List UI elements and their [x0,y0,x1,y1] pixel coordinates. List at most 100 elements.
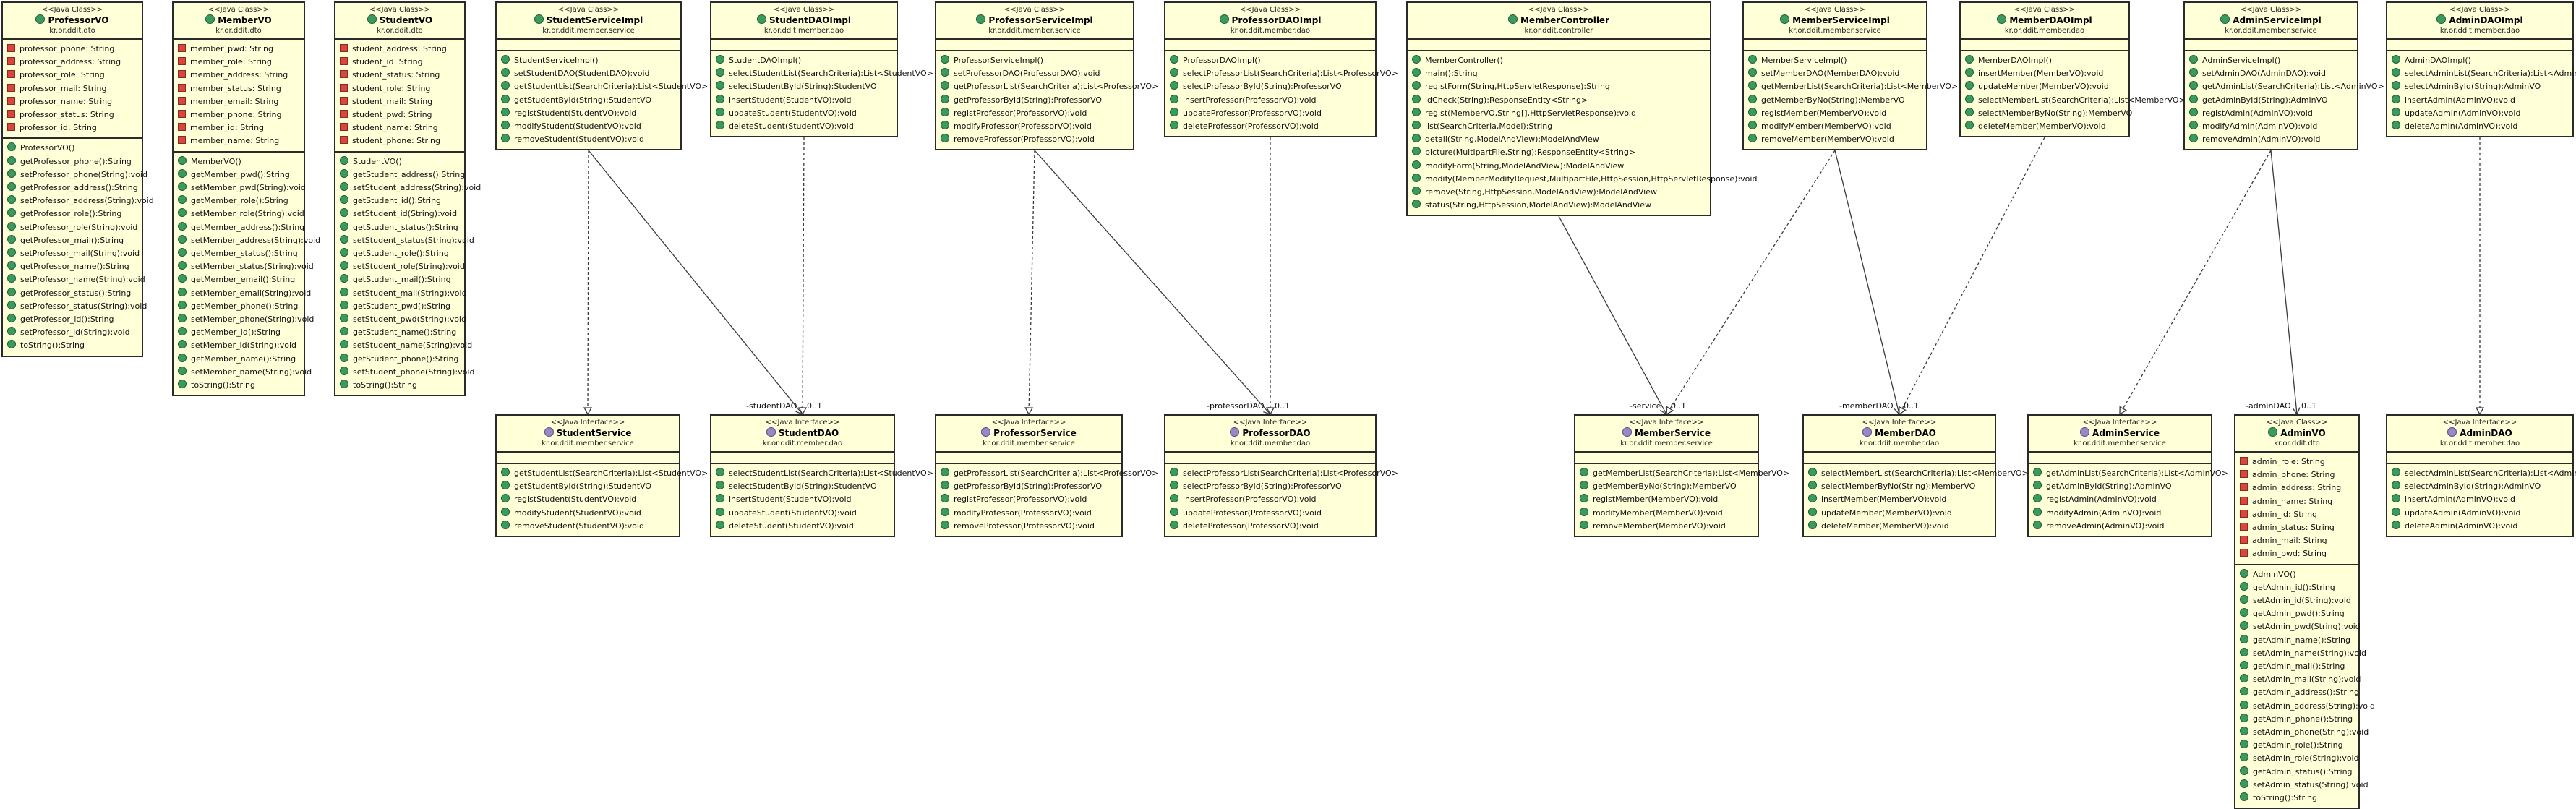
method-text: setAdmin_status(String):void [2253,779,2369,789]
method-item: registAdmin(AdminVO):void [2033,493,2211,506]
method-item: updateAdmin(AdminVO):void [2392,507,2572,520]
method-text: AdminVO() [2253,569,2296,579]
method-text: modifyStudent(StudentVO):void [514,508,641,518]
public-method-icon [501,55,510,64]
method-item: deleteStudent(StudentVO):void [716,520,894,533]
package-label: kr.or.ddit.member.service [988,27,1081,35]
method-item: deleteMember(MemberVO):void [1808,520,1995,533]
method-text: registProfessor(ProfessorVO):void [954,495,1087,505]
class-name: MemberController [1409,14,1708,26]
package-label: kr.or.ddit.member.dao [1230,27,1311,35]
method-text: registAdmin(AdminVO):void [2202,108,2313,118]
method-item: getAdmin_pwd():String [2240,607,2358,620]
method-text: modifyAdmin(AdminVO):void [2202,121,2318,132]
private-field-icon [340,110,348,119]
method-item: getStudentList(SearchCriteria):List<Stud… [501,467,708,480]
method-text: getProfessorById(String):ProfessorVO [954,95,1103,105]
method-item: setAdmin_id(String):void [2240,594,2358,607]
method-item: getStudent_name():String [340,326,464,339]
public-method-icon [1170,520,1178,529]
method-item: removeAdmin(AdminVO):void [2033,520,2211,533]
method-text: MemberController() [1425,56,1503,65]
method-text: AdminDAOImpl() [2405,56,2471,65]
method-item: MemberDAOImpl() [1965,54,2128,67]
methods-section: getAdminList(SearchCriteria):List<AdminV… [2029,464,2228,536]
method-item: selectAdminById(String):AdminVO [2392,480,2572,493]
stereotype-label: <<Java Class>> [1004,6,1066,14]
method-text: updateProfessor(ProfessorVO):void [1183,508,1322,518]
method-item: insertProfessor(ProfessorVO):void [1170,94,1375,107]
field-item: member_role: String [178,56,304,69]
method-text: updateStudent(StudentVO):void [729,108,857,118]
field-item: student_address: String [340,43,464,56]
public-method-icon [340,300,348,309]
method-item: modify(MemberModifyRequest,MultipartFile… [1412,173,1757,186]
relation-member-service-impl-to-member-service-line [1666,150,1836,415]
method-item: setAdmin_name(String):void [2240,647,2366,660]
method-text: setAdminDAO(AdminDAO):void [2202,69,2327,79]
package-label: kr.or.ddit.member.service [2074,440,2166,448]
class-icon [2436,14,2447,24]
field-text: admin_pwd: String [2252,549,2327,559]
method-text: selectStudentList(SearchCriteria):List<S… [729,468,933,478]
method-item: setStudent_pwd(String):void [340,313,466,326]
public-method-icon [1170,81,1178,90]
public-method-icon [2392,481,2400,490]
field-text: member_name: String [190,136,280,146]
method-text: getProfessor_role():String [20,209,122,219]
method-item: setStudent_address(String):void [340,181,481,194]
public-method-icon [1170,68,1178,77]
field-item: member_status: String [178,82,304,95]
method-item: updateAdmin(AdminVO):void [2392,107,2572,120]
public-method-icon [1412,173,1421,182]
class-name: ProfessorDAO [1167,427,1374,439]
public-method-icon [1965,81,1974,90]
public-method-icon [1412,147,1421,156]
field-item: professor_status: String [7,108,142,121]
methods-section: ProfessorDAOImpl()selectProfessorList(Se… [1165,51,1398,136]
field-text: professor_id: String [20,123,97,133]
method-text: getMember_pwd():String [191,169,290,179]
private-field-icon [340,123,348,132]
method-item: modifyMember(MemberVO):void [1748,120,1926,133]
method-item: setStudent_mail(String):void [340,287,467,300]
public-method-icon [340,340,348,349]
public-method-icon [941,134,949,143]
public-method-icon [7,287,16,296]
method-item: getProfessor_name():String [7,260,142,273]
public-method-icon [178,287,187,296]
method-item: setStudent_status(String):void [340,234,474,247]
public-method-icon [716,468,724,476]
method-item: insertAdmin(AdminVO):void [2392,493,2572,506]
method-item: setProfessor_address(String):void [7,194,154,207]
method-text: getStudent_role():String [353,249,449,259]
method-item: getProfessor_mail():String [7,234,142,247]
fields-section [936,453,1121,464]
method-item: setStudent_id(String):void [340,207,464,221]
